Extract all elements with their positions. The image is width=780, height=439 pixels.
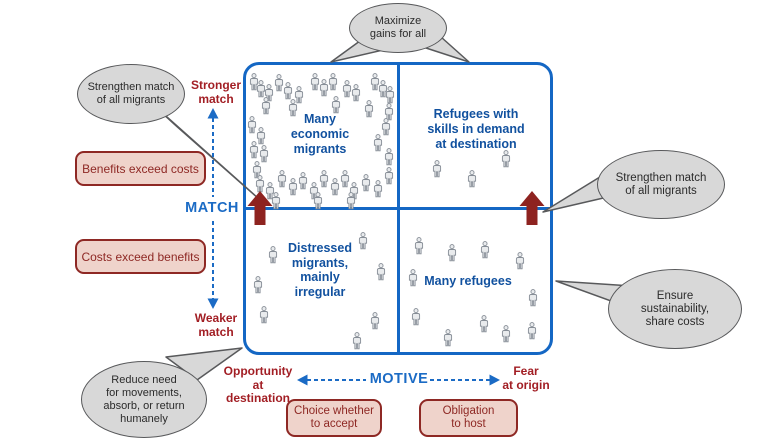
axis-title-motive: MOTIVE [369,371,429,387]
person-icon [515,252,525,270]
speech-bubble-ensure-sustainability: Ensure sustainability, share costs [608,269,742,349]
speech-bubble-strengthen-match-left: Strengthen match of all migrants [77,64,185,124]
person-icon [271,192,281,210]
person-icon [309,182,319,200]
person-icon [255,175,265,193]
person-icon [364,100,374,118]
callout-obligation-to-host: Obligation to host [419,399,518,437]
person-icon [252,161,262,179]
person-icon [527,321,537,340]
callout-costs-exceed-benefits: Costs exceed benefits [75,239,206,274]
person-icon [432,159,442,178]
person-icon [501,149,511,168]
speech-bubble-maximize-gains: Maximize gains for all [349,3,447,53]
person-icon [249,141,259,159]
person-icon [328,73,338,91]
callout-benefits-exceed-costs: Benefits exceed costs [75,151,206,186]
person-icon [319,78,329,97]
up-arrow-icon-right [519,191,545,225]
callout-choice-whether-to-accept: Choice whether to accept [286,399,382,437]
person-icon [447,243,457,262]
person-icon [259,306,269,324]
person-icon [376,263,386,281]
person-icon [256,127,266,145]
person-icon [342,80,352,98]
person-icon [310,73,320,91]
person-icon [501,324,511,343]
person-icon [313,192,323,210]
quadrant-label-skilled-refugees: Refugees with skills in demand at destin… [427,107,525,151]
person-icon [378,80,388,98]
person-icon [414,236,424,255]
axis-title-match: MATCH [185,200,239,216]
person-icon [265,182,275,200]
speech-bubble-reduce-need: Reduce need for movements, absorb, or re… [81,361,207,438]
person-icon [370,73,380,91]
person-icon [261,97,271,115]
person-icon [370,311,380,330]
person-icon [358,232,368,250]
person-icon [288,178,298,196]
dashed-arrow-icon-right [489,374,500,386]
dashed-arrow-icon-up [207,108,219,119]
person-icon [381,118,391,136]
person-icon [346,192,356,210]
person-icon [384,102,394,121]
person-icon [385,85,395,104]
person-icon [480,240,490,259]
person-icon [249,73,259,91]
person-icon [274,74,284,92]
person-icon [283,81,293,100]
person-icon [528,289,538,307]
person-icon [411,307,421,326]
up-arrow-icon-left [247,191,273,225]
axis-label-opportunity-at-destination: Opportunity at destination [223,364,293,405]
quadrant-many-refugees [400,210,551,352]
person-icon [373,134,383,152]
dashed-arrow-icon-down [207,298,219,309]
quadrant-box [243,62,553,355]
person-icon [268,246,278,264]
person-icon [247,115,257,134]
quadrant-distressed-migrants [246,210,397,352]
person-icon [298,172,308,190]
dashed-arrow-icon-left [297,374,308,386]
quadrant-skilled-refugees [400,65,551,207]
quadrant-economic-migrants [246,65,397,210]
person-icon [351,84,361,102]
person-icon [443,328,453,347]
axis-label-stronger-match: Stronger match [190,78,241,106]
person-icon [340,169,350,188]
person-icon [256,80,266,98]
person-icon [259,145,269,163]
person-icon [479,314,489,333]
person-icon [408,269,418,287]
person-icon [330,178,340,196]
person-icon [253,276,263,294]
person-icon [373,179,383,198]
person-icon [331,95,341,114]
person-icon [384,148,394,166]
person-icon [384,166,394,185]
person-icon [294,85,304,104]
person-icon [361,173,371,192]
person-icon [277,169,287,188]
axis-label-fear-at-origin: Fear at origin [502,364,550,392]
quadrant-label-many-refugees: Many refugees [424,274,512,288]
person-icon [352,331,362,350]
quadrant-label-economic-migrants: Many economic migrants [290,112,350,156]
quadrant-label-distressed-migrants: Distressed migrants, mainly irregular [288,241,352,299]
person-icon [288,98,298,117]
axis-label-weaker-match: Weaker match [194,311,238,339]
speech-bubble-strengthen-match-right: Strengthen match of all migrants [597,150,725,219]
horizontal-divider [246,207,550,210]
person-icon [319,169,329,188]
person-icon [467,169,477,188]
